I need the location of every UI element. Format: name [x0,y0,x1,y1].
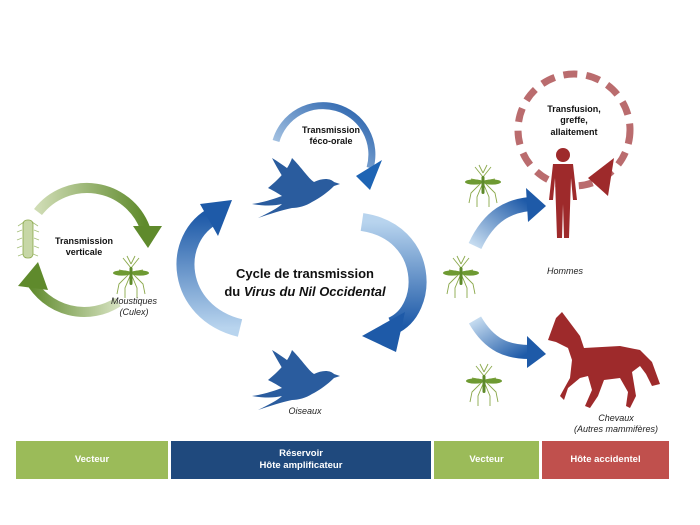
label-line: Transmission [301,125,361,135]
vector-to-host-arrows [468,188,546,368]
mosquito-icon [465,363,503,407]
blue-arrowhead-icon [362,312,405,352]
label-line: Chevaux [598,413,634,423]
label-line: (Culex) [119,307,149,318]
vertical-transmission-label: Transmission verticale [44,236,124,259]
diagram-title: Cycle de transmission du Virus du Nil Oc… [210,265,400,300]
green-arrowhead-icon [18,262,48,290]
label-line: allaitement [550,126,598,137]
blue-arrowhead-icon [200,200,232,236]
horse-icon [548,312,660,408]
birds-label: Oiseaux [288,406,322,416]
label-line: verticale [65,247,103,258]
category-bands [16,441,669,479]
virus-name: Virus du Nil Occidental [243,283,386,299]
band-accidental-host: Hôte accidentel [542,441,669,479]
label-line: greffe, [560,115,588,126]
mosquito-icon [442,255,480,299]
mosquito-larva-icon [16,219,40,259]
band-label: Hôte accidentel [570,453,641,465]
blue-arrowhead-icon [526,188,546,222]
reservoir-cycle [176,102,427,352]
title-line-1: Cycle de transmission [236,266,374,281]
band-vector-right: Vecteur [434,441,539,479]
transfusion-cycle [514,70,634,196]
label-line: Transmission [54,236,114,246]
label-line: féco-orale [309,136,353,147]
mosquito-icon [112,255,150,299]
transfusion-label: Transfusion, greffe, allaitement [538,104,610,138]
band-label: Vecteur [469,453,504,465]
mosquito-icon [464,164,502,208]
title-line-2: du Virus du Nil Occidental [210,283,400,301]
label-line: Transfusion, [547,104,601,114]
green-arrowhead-icon [133,226,162,248]
label-line: Moustiques [110,296,158,306]
fecal-oral-transmission-label: Transmission féco-orale [291,125,371,148]
band-reservoir: Réservoir Hôte amplificateur [171,441,431,479]
title-prefix: du [224,283,244,299]
human-icon [549,148,577,238]
red-arrowhead-icon [588,158,614,196]
humans-label: Hommes [546,266,583,276]
mosquitoes-label: Moustiques (Culex) [104,296,164,319]
vertical-transmission-cycle [18,182,162,317]
band-label: Vecteur [74,453,110,465]
label-line: (Autres mammifères) [573,424,658,435]
blue-arrowhead-icon [527,336,546,368]
blue-arrowhead-icon [356,160,382,190]
band-vector-left: Vecteur [16,441,168,479]
bird-icon [252,350,340,410]
horses-label: Chevaux (Autres mammifères) [556,413,676,436]
band-label: Réservoir [279,447,323,459]
band-label: Hôte amplificateur [259,460,343,471]
bird-icon [252,158,340,218]
